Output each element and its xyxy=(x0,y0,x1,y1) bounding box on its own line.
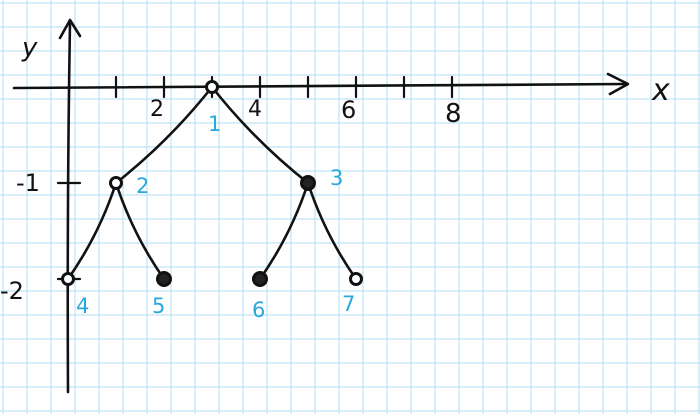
node-label-3: 3 xyxy=(330,166,343,190)
tree-node-4 xyxy=(61,272,75,286)
node-label-6: 6 xyxy=(252,298,265,322)
y-axis-arrowhead xyxy=(58,18,82,40)
y-axis xyxy=(66,20,72,394)
x-tick-label-8: 8 xyxy=(445,99,462,129)
tree-node-1 xyxy=(205,80,219,94)
tree-edge-1-3 xyxy=(210,85,310,185)
tree-edge-2-5 xyxy=(114,181,166,281)
tree-node-2 xyxy=(109,176,123,190)
tree-node-7 xyxy=(349,272,363,286)
tree-node-5 xyxy=(156,271,172,287)
x-tick-label-4: 4 xyxy=(248,97,262,122)
node-labels: 1 2 3 4 5 6 7 xyxy=(76,112,355,322)
node-label-1: 1 xyxy=(208,112,221,136)
tree-edge-3-6 xyxy=(258,181,310,281)
tree-node-3 xyxy=(300,175,316,191)
node-label-4: 4 xyxy=(76,294,89,318)
tree-edge-1-2 xyxy=(114,85,214,185)
x-tick-label-2: 2 xyxy=(150,97,164,122)
node-label-5: 5 xyxy=(152,294,165,318)
tree-node-6 xyxy=(252,271,268,287)
node-label-2: 2 xyxy=(136,174,149,198)
y-tick-label-neg2: -2 xyxy=(0,277,24,305)
x-axis-label: x xyxy=(651,73,670,108)
x-axis xyxy=(12,82,628,90)
tree-edge-3-7 xyxy=(306,181,358,281)
x-axis-arrowhead xyxy=(606,72,630,96)
tree-edge-2-4 xyxy=(66,181,118,281)
x-tick-label-6: 6 xyxy=(341,96,356,124)
tree-nodes xyxy=(61,80,363,287)
node-label-7: 7 xyxy=(342,292,355,316)
tree-edges xyxy=(66,85,358,281)
axes xyxy=(12,18,630,394)
y-tick-label-neg1: -1 xyxy=(16,169,40,197)
y-axis-label: y xyxy=(21,33,38,63)
